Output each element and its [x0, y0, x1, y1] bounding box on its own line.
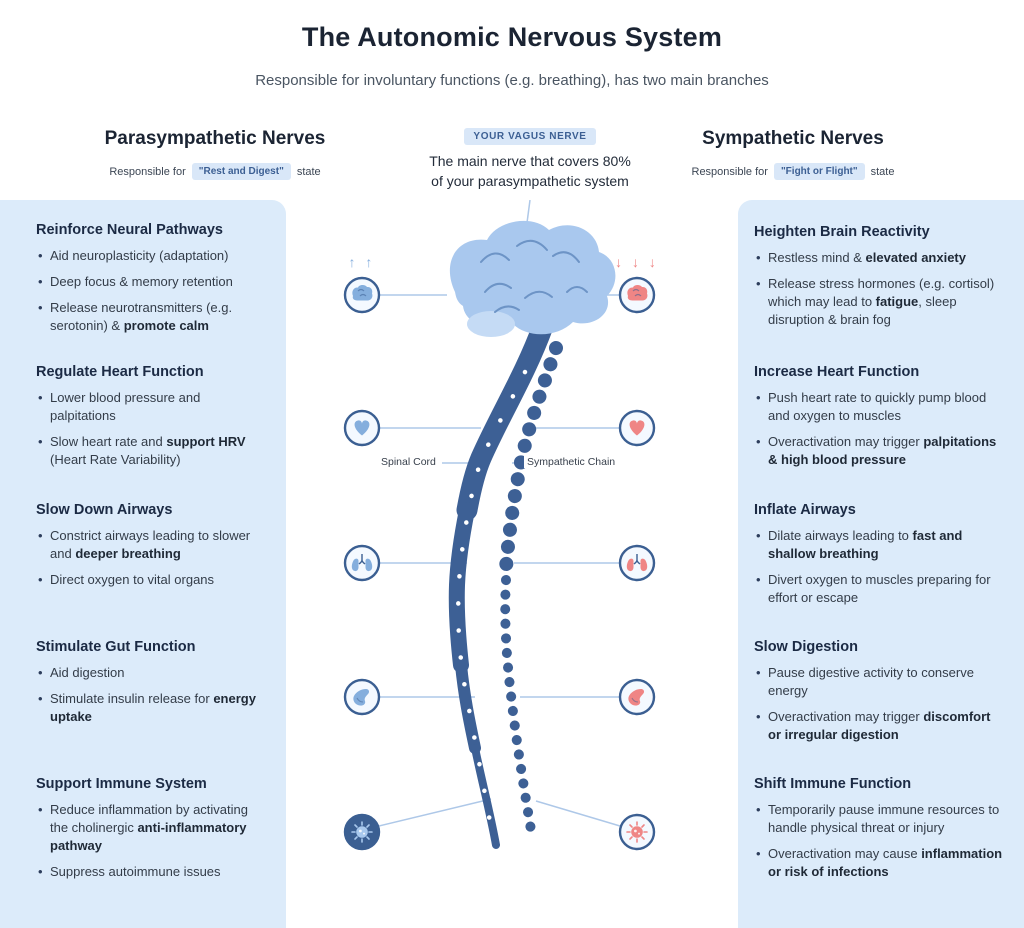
- section-shift-immune-function: Shift Immune Function Temporarily pause …: [754, 776, 1006, 889]
- brain-gyri-lines: [480, 239, 588, 313]
- section-regulate-heart-function: Regulate Heart Function Lower blood pres…: [36, 364, 266, 477]
- parasympathetic-heading: Parasympathetic Nerves: [104, 128, 326, 149]
- responsible-suffix: state: [296, 165, 321, 178]
- lungs-icon-sympathetic: [618, 544, 656, 582]
- panel-sympathetic: Heighten Brain Reactivity Restless mind …: [738, 200, 1024, 928]
- list-item: Aid neuroplasticity (adaptation): [36, 247, 266, 265]
- list-item: Release stress hormones (e.g. cortisol) …: [754, 275, 1006, 329]
- down-arrows-icon: ↓ ↓ ↓: [615, 254, 659, 270]
- spinal-cord-dots: [455, 369, 528, 825]
- rest-and-digest-badge: "Rest and Digest": [191, 163, 291, 180]
- immune-cell-icon-parasympathetic: [343, 813, 381, 851]
- cerebellum: [467, 311, 515, 337]
- vagus-nerve-callout: YOUR VAGUS NERVE: [430, 128, 630, 145]
- lungs-icon-parasympathetic: [343, 544, 381, 582]
- brain-illustration: [449, 220, 616, 337]
- list-item: Restless mind & elevated anxiety: [754, 249, 1006, 267]
- immune-cell-icon-sympathetic: [618, 813, 656, 851]
- list-item: Pause digestive activity to conserve ene…: [754, 664, 1006, 700]
- section-inflate-airways: Inflate Airways Dilate airways leading t…: [754, 502, 1006, 615]
- sympathetic-heading: Sympathetic Nerves: [702, 128, 884, 149]
- list-item: Dilate airways leading to fast and shall…: [754, 527, 1006, 563]
- list-item: Suppress autoimmune issues: [36, 863, 266, 881]
- sympathetic-chain: [499, 341, 563, 835]
- section-heighten-brain-reactivity: Heighten Brain Reactivity Restless mind …: [754, 224, 1006, 337]
- list-item: Aid digestion: [36, 664, 266, 682]
- vagus-line-2: of your parasympathetic system: [431, 173, 629, 190]
- section-title: Heighten Brain Reactivity: [754, 224, 930, 240]
- list-item: Slow heart rate and support HRV (Heart R…: [36, 433, 266, 469]
- sympathetic-subline: Responsible for "Fight or Flight" state: [640, 163, 946, 180]
- section-stimulate-gut-function: Stimulate Gut Function Aid digestion Sti…: [36, 639, 266, 734]
- list-item: Deep focus & memory retention: [36, 273, 266, 291]
- section-increase-heart-function: Increase Heart Function Push heart rate …: [754, 364, 1006, 477]
- list-item: Constrict airways leading to slower and …: [36, 527, 266, 563]
- section-support-immune-system: Support Immune System Reduce inflammatio…: [36, 776, 266, 889]
- stomach-icon-parasympathetic: [343, 678, 381, 716]
- page-subtitle: Responsible for involuntary functions (e…: [255, 72, 769, 89]
- section-title: Inflate Airways: [754, 502, 856, 518]
- list-item: Push heart rate to quickly pump blood an…: [754, 389, 1006, 425]
- nervous-system-illustration: [343, 200, 656, 851]
- page-title: The Autonomic Nervous System: [301, 22, 723, 52]
- section-title: Regulate Heart Function: [36, 364, 204, 380]
- section-title: Reinforce Neural Pathways: [36, 222, 223, 238]
- section-title: Shift Immune Function: [754, 776, 912, 792]
- up-arrows-icon: ↑ ↑: [348, 254, 376, 270]
- parasympathetic-subline: Responsible for "Rest and Digest" state: [60, 163, 370, 180]
- stomach-icon-sympathetic: [618, 678, 656, 716]
- section-title: Increase Heart Function: [754, 364, 920, 380]
- responsible-prefix: Responsible for: [109, 165, 186, 178]
- brain-icon-sympathetic: [618, 276, 656, 314]
- responsible-prefix: Responsible for: [691, 165, 768, 178]
- panel-parasympathetic: Reinforce Neural Pathways Aid neuroplast…: [0, 200, 286, 928]
- section-title: Stimulate Gut Function: [36, 639, 196, 655]
- list-item: Overactivation may trigger discomfort or…: [754, 708, 1006, 744]
- spinal-cord-label: Spinal Cord: [378, 456, 439, 468]
- list-item: Overactivation may cause inflammation or…: [754, 845, 1006, 881]
- list-item: Lower blood pressure and palpitations: [36, 389, 266, 425]
- list-item: Overactivation may trigger palpitations …: [754, 433, 1006, 469]
- vagus-nerve-description: The main nerve that covers 80% of your p…: [395, 151, 665, 192]
- section-title: Slow Down Airways: [36, 502, 173, 518]
- vagus-nerve-badge: YOUR VAGUS NERVE: [464, 128, 596, 145]
- sympathetic-chain-label: Sympathetic Chain: [524, 456, 619, 468]
- list-item: Temporarily pause immune resources to ha…: [754, 801, 1006, 837]
- connector-lines: [378, 294, 621, 827]
- section-reinforce-neural-pathways: Reinforce Neural Pathways Aid neuroplast…: [36, 222, 266, 343]
- section-slow-digestion: Slow Digestion Pause digestive activity …: [754, 639, 1006, 752]
- fight-or-flight-badge: "Fight or Flight": [773, 163, 865, 180]
- section-title: Support Immune System: [36, 776, 207, 792]
- section-title: Slow Digestion: [754, 639, 858, 655]
- list-item: Release neurotransmitters (e.g. serotoni…: [36, 299, 266, 335]
- spinal-cord: [448, 315, 554, 849]
- list-item: Stimulate insulin release for energy upt…: [36, 690, 266, 726]
- section-slow-down-airways: Slow Down Airways Constrict airways lead…: [36, 502, 266, 597]
- list-item: Reduce inflammation by activating the ch…: [36, 801, 266, 855]
- brain-icon-parasympathetic: [343, 276, 381, 314]
- list-item: Direct oxygen to vital organs: [36, 571, 266, 589]
- heart-icon-sympathetic: [618, 409, 656, 447]
- heart-icon-parasympathetic: [343, 409, 381, 447]
- list-item: Divert oxygen to muscles preparing for e…: [754, 571, 1006, 607]
- vagus-line-1: The main nerve that covers 80%: [429, 153, 631, 169]
- responsible-suffix: state: [870, 165, 895, 178]
